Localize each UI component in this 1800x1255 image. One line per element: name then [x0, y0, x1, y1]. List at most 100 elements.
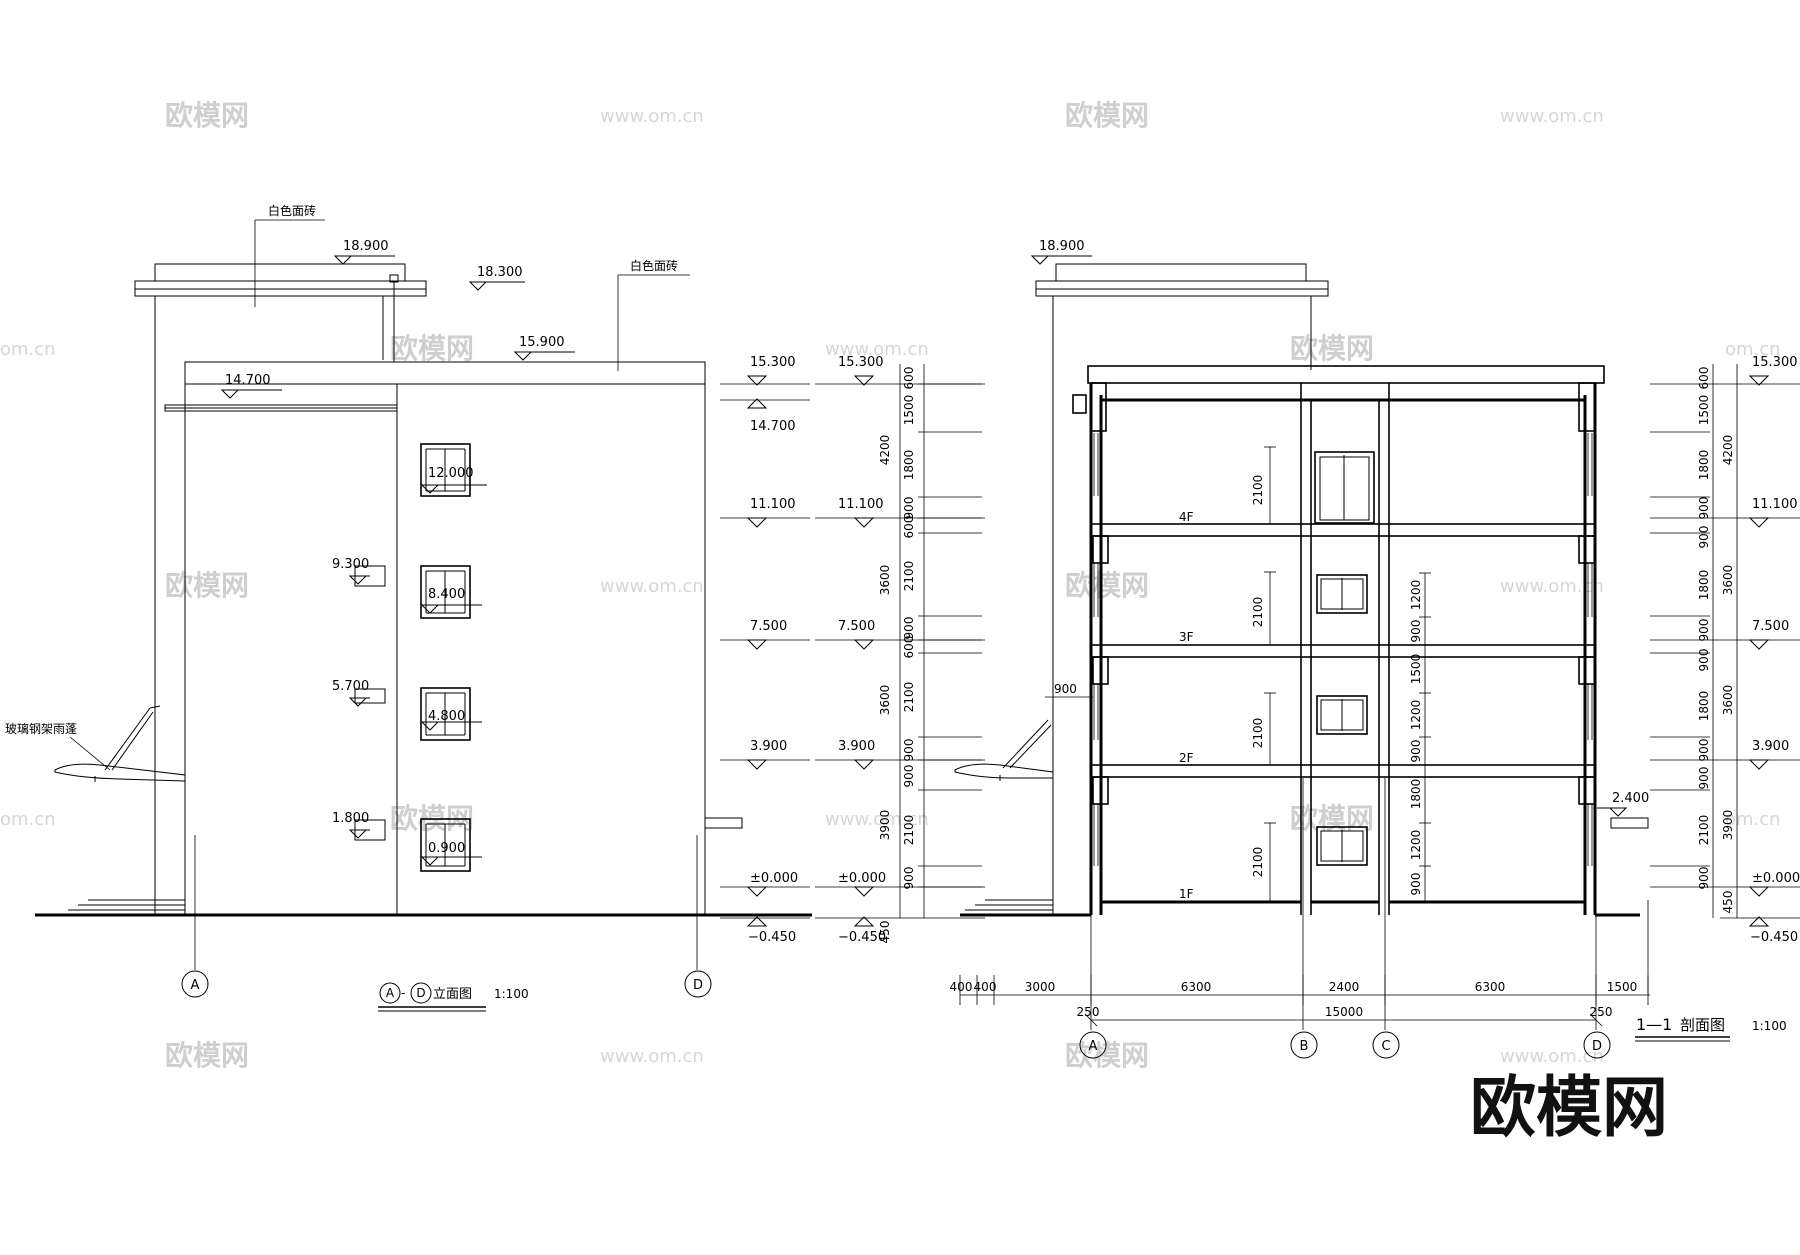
level-mark [1608, 807, 1628, 817]
level-label: 7.500 [750, 619, 787, 634]
window-level-12000: 12.000 [428, 466, 474, 481]
dim-label: 900 [902, 617, 916, 640]
entry-steps [965, 899, 1053, 911]
axis-bubble-a [181, 970, 209, 998]
dim-label: 1500 [902, 395, 916, 426]
elevation-drawing: A D 白色面砖 白色面砖 玻璃钢架雨蓬 18.900 18.300 15.90… [5, 203, 812, 1012]
level-label: 11.100 [750, 497, 796, 512]
axis-label-c: C [1381, 1039, 1390, 1054]
dim-label: 900 [1697, 619, 1711, 642]
dim-label: 2100 [1251, 847, 1265, 878]
dim-label: 15000 [1325, 1005, 1363, 1019]
level-mark [1748, 886, 1770, 897]
roof-gutter [1072, 394, 1087, 414]
dim-label: 1800 [902, 450, 916, 481]
dim-label: 900 [902, 765, 916, 788]
floor-slab [1090, 523, 1596, 537]
level-15900: 15.900 [519, 335, 565, 350]
dim-label: 250 [1077, 1005, 1100, 1019]
window [420, 687, 471, 741]
axis-label-d: D [693, 978, 703, 993]
title-axis-a: A [386, 986, 395, 1000]
dim-label: 900 [1409, 740, 1423, 763]
note-tile-left: 白色面砖 [268, 203, 316, 218]
dim-label: 900 [902, 867, 916, 890]
watermark-url: om.cn [1725, 809, 1781, 830]
level-mark [1030, 255, 1092, 265]
dim-label: 3900 [878, 810, 892, 841]
bottom-dimension-string [959, 900, 1650, 1027]
glass-canopy [54, 705, 186, 782]
tower-parapet [154, 263, 406, 282]
dim-label: 600 [902, 516, 916, 539]
corridor-window [1316, 574, 1368, 614]
dim-label: 3900 [1721, 810, 1735, 841]
watermark-url: www.om.cn [825, 339, 929, 360]
watermark-layer: 欧模网 www.om.cn 欧模网 www.om.cn om.cn 欧模网 ww… [0, 99, 1781, 1146]
title-dash: - [401, 986, 405, 1000]
corridor-door [1314, 451, 1375, 524]
dim-label: 900 [1409, 873, 1423, 896]
tower-parapet [1055, 263, 1307, 282]
dim-label: 400 [950, 980, 973, 994]
roof-slab [1087, 365, 1605, 384]
dimension-ticks [918, 383, 982, 888]
dim-label: 450 [878, 921, 892, 944]
section-title-number: 1—1 [1636, 1015, 1672, 1034]
level-mark [420, 721, 482, 731]
dim-label: 900 [1697, 867, 1711, 890]
dim-label: 900 [1697, 526, 1711, 549]
dim-label: 3600 [1721, 685, 1735, 716]
dim-label: 900 [1697, 649, 1711, 672]
elevation-title: 立面图 [433, 987, 472, 1002]
dim-label: 2100 [902, 815, 916, 846]
entry-steps [68, 899, 185, 911]
dim-label: 900 [902, 497, 916, 520]
title-axis-bubble [410, 982, 432, 1004]
door-height-dims [1264, 446, 1276, 902]
watermark-brand: 欧模网 [1065, 569, 1149, 602]
level-mark [333, 255, 395, 265]
floor-label: 4F [1179, 510, 1194, 524]
axis-label-b: B [1300, 1039, 1309, 1054]
dim-label: 600 [1697, 367, 1711, 390]
section-right-dimension-column: 600 1500 1800 900 900 1800 900 900 1800 … [1650, 355, 1800, 945]
level-label: 15.300 [838, 355, 884, 370]
watermark-url: www.om.cn [825, 809, 929, 830]
dim-label: 600 [902, 367, 916, 390]
note-tile-right: 白色面砖 [630, 258, 678, 273]
watermark-brand: 欧模网 [165, 1039, 249, 1072]
floor-slab [1090, 644, 1596, 658]
window-level-9300: 9.300 [332, 557, 369, 572]
dim-label: 2100 [1697, 815, 1711, 846]
window-level-1800: 1.800 [332, 811, 369, 826]
floor-label: 2F [1179, 751, 1194, 765]
dim-label: 900 [1054, 682, 1077, 696]
dim-label: 4200 [878, 435, 892, 466]
watermark-brand: 欧模网 [1065, 1039, 1149, 1072]
dim-label: 1800 [1697, 570, 1711, 601]
elevation-level-column: 15.300 14.700 11.100 7.500 3.900 ±0.000 … [720, 355, 810, 945]
axis-label-a: A [191, 978, 200, 993]
dim-label: 1500 [1607, 980, 1638, 994]
level-mark [420, 604, 482, 614]
dim-label: 2100 [902, 682, 916, 713]
window [420, 565, 471, 619]
watermark-brand-large: 欧模网 [1470, 1069, 1668, 1146]
dim-label: 1200 [1409, 830, 1423, 861]
exterior-window-bands [1093, 433, 1593, 866]
level-label: ±0.000 [750, 871, 798, 886]
side-slab [1610, 817, 1649, 829]
dim-label: 2100 [902, 561, 916, 592]
level-mark [420, 484, 487, 494]
leader-line [69, 736, 111, 771]
section-scale: 1:100 [1752, 1019, 1787, 1033]
watermark-url: om.cn [1725, 339, 1781, 360]
window-height-dims [1419, 572, 1431, 902]
level-mark [1748, 639, 1770, 650]
level-18300: 18.300 [477, 265, 523, 280]
dim-label: 450 [1721, 891, 1735, 914]
stair-window [354, 688, 386, 704]
level-mark [513, 351, 575, 361]
watermark-url: om.cn [0, 809, 56, 830]
